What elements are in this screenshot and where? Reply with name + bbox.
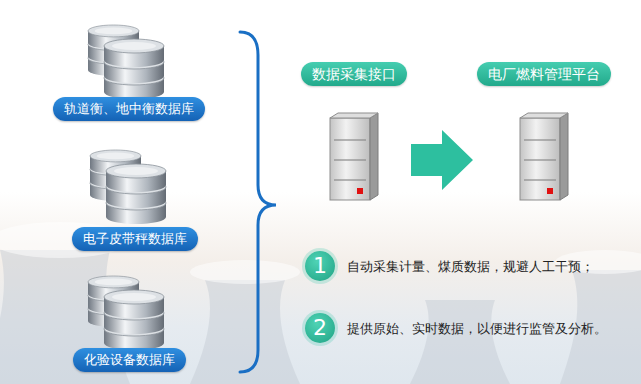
node-box: 数据采集接口 — [301, 62, 407, 202]
callout-text: 自动采集计量、煤质数据，规避人工干预； — [347, 258, 632, 275]
node-box: 化验设备数据库 — [73, 348, 186, 372]
node-label: 轨道衡、地中衡数据库 — [53, 97, 205, 121]
node-box: 轨道衡、地中衡数据库 — [53, 97, 205, 121]
block-arrow — [411, 130, 473, 190]
callout-number: 1 — [305, 251, 335, 281]
callout-text: 提供原始、实时数据，以便进行监管及分析。 — [347, 320, 632, 337]
bracket — [240, 32, 276, 372]
node-box: 电子皮带秤数据库 — [72, 227, 198, 251]
node-label: 数据采集接口 — [301, 62, 407, 86]
node-box: 电厂燃料管理平台 — [477, 62, 611, 202]
node-label: 化验设备数据库 — [73, 348, 186, 372]
node-label: 电子皮带秤数据库 — [72, 227, 198, 251]
node-label: 电厂燃料管理平台 — [477, 62, 611, 86]
callout-number: 2 — [305, 313, 335, 343]
